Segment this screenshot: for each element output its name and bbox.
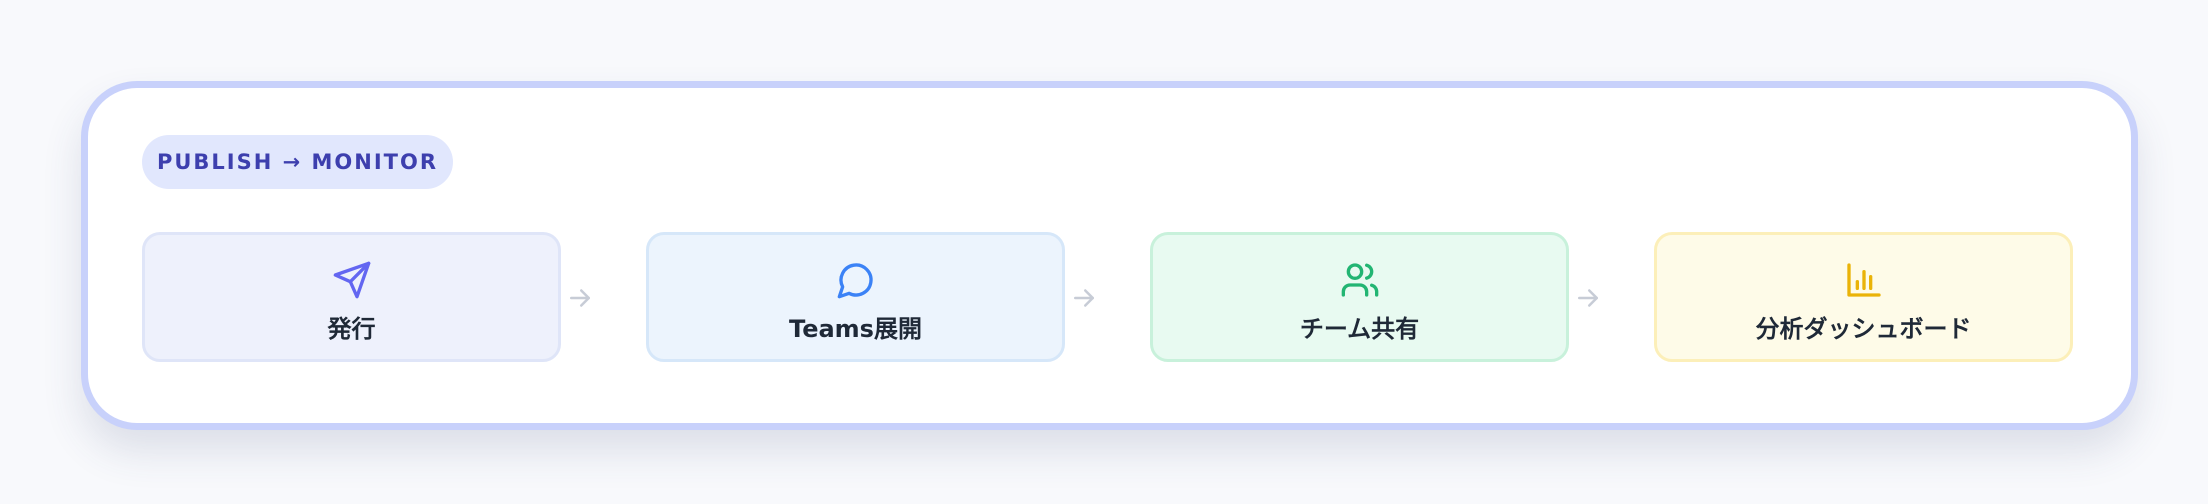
step-label: Teams展開 (789, 315, 922, 343)
step-publish: 発行 (142, 232, 561, 362)
arrow-right-icon (1069, 283, 1099, 313)
flow-card: PUBLISH → MONITOR 発行 Teams展開 (81, 81, 2138, 430)
chat-bubble-icon (836, 260, 876, 300)
step-label: 発行 (327, 315, 376, 343)
users-icon (1340, 260, 1380, 300)
send-icon (332, 260, 372, 300)
step-team-share: チーム共有 (1150, 232, 1569, 362)
bar-chart-icon (1844, 260, 1884, 300)
step-teams: Teams展開 (646, 232, 1065, 362)
flow-badge: PUBLISH → MONITOR (142, 135, 453, 189)
arrow-right-icon (1573, 283, 1603, 313)
step-label: チーム共有 (1299, 315, 1420, 343)
step-analytics: 分析ダッシュボード (1654, 232, 2073, 362)
step-label: 分析ダッシュボード (1755, 315, 1972, 343)
arrow-right-icon (565, 283, 595, 313)
